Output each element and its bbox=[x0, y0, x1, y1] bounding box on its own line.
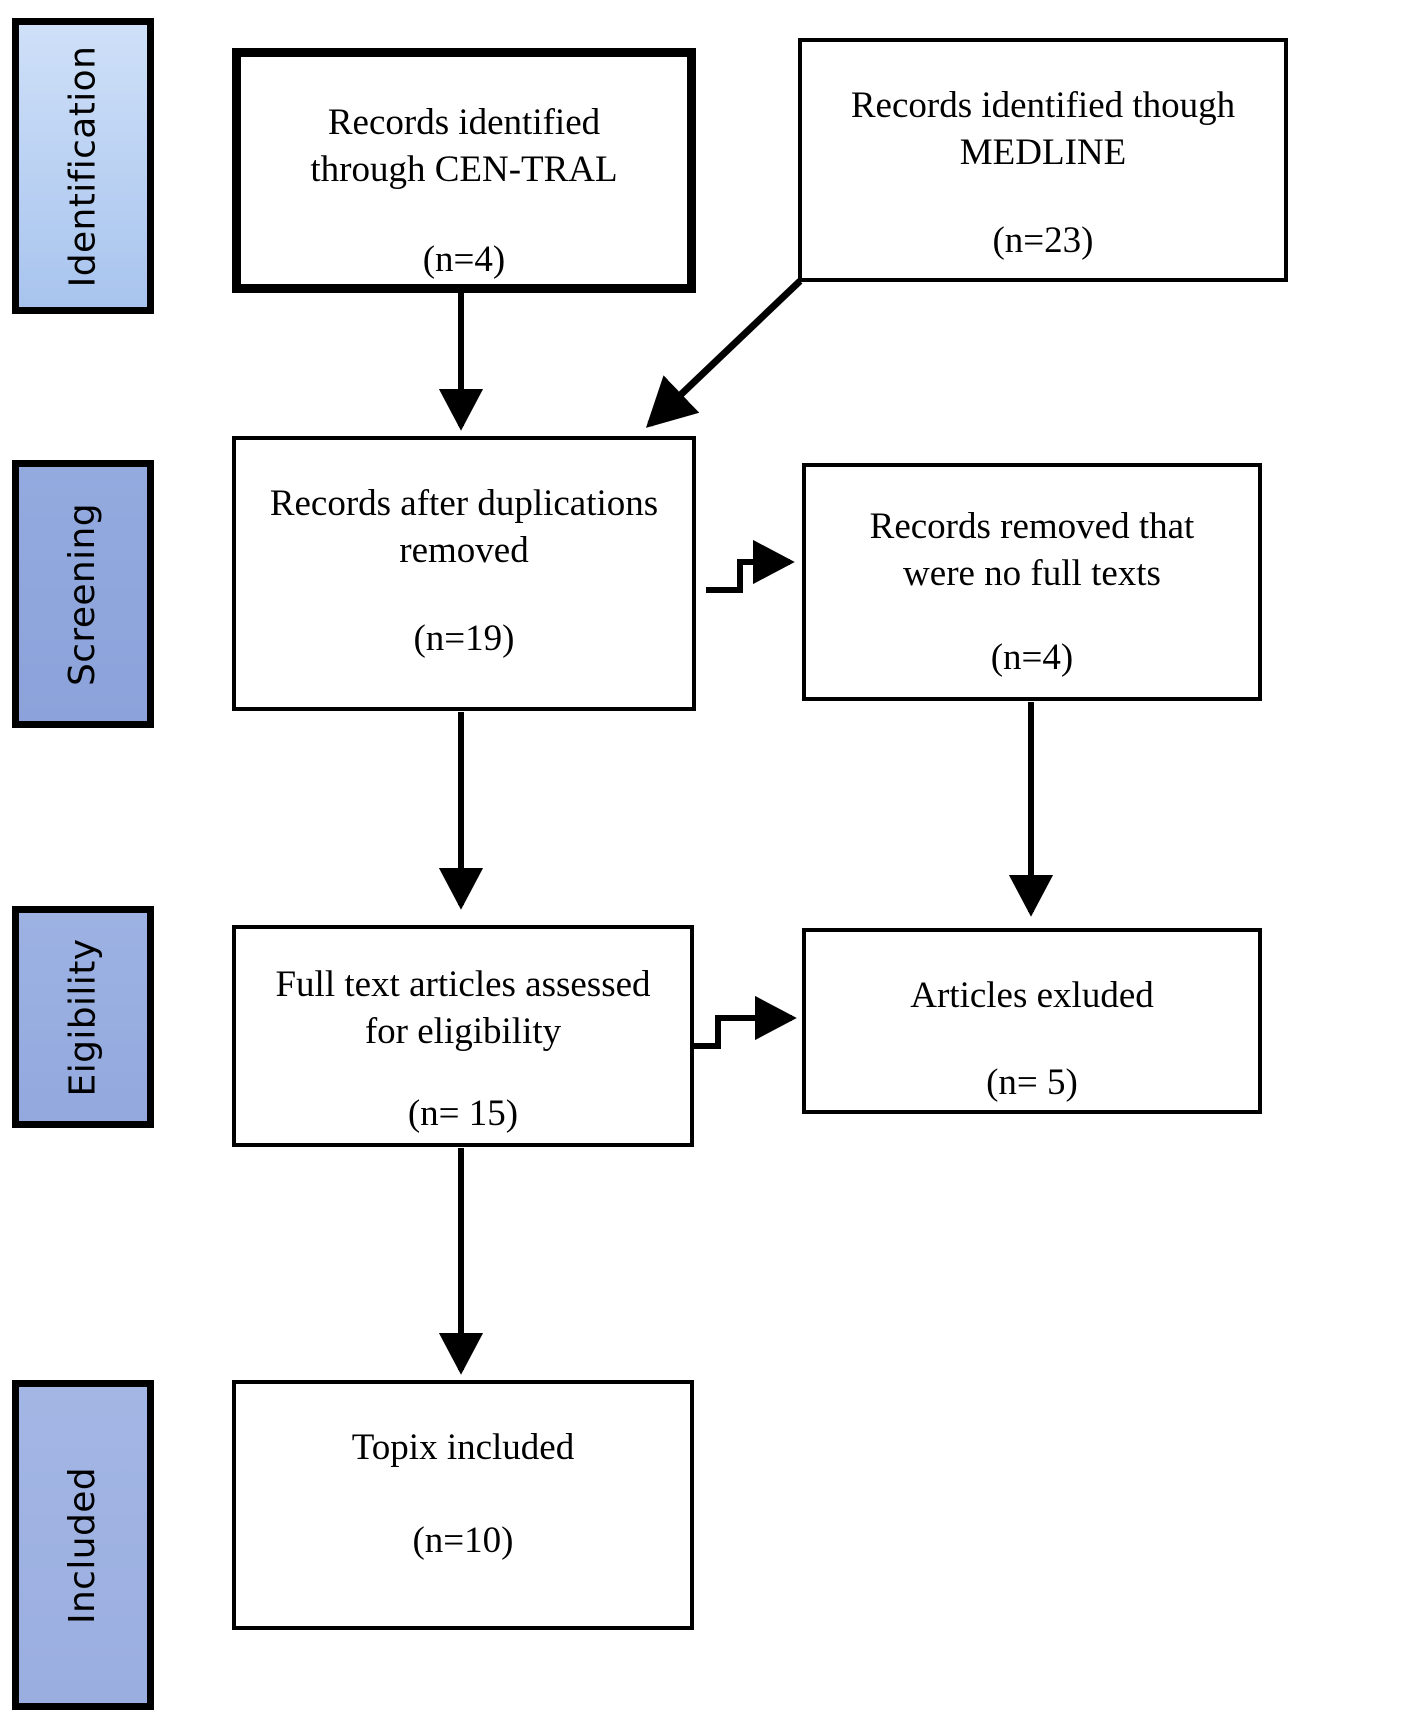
box-fulltext-title: Full text articles assessed for eligibil… bbox=[275, 964, 651, 1053]
box-records-after-duplications-removed: Records after duplications removed (n=19… bbox=[232, 436, 696, 711]
box-removed-count: (n=4) bbox=[990, 636, 1074, 678]
phase-bar-screening: Screening bbox=[12, 460, 154, 728]
box-central-count: (n=4) bbox=[422, 238, 506, 280]
box-included-count: (n=10) bbox=[412, 1520, 514, 1562]
phase-label-included: Included bbox=[62, 1466, 104, 1624]
box-excluded-title: Articles exluded bbox=[910, 975, 1154, 1016]
box-central-title: Records identified through CEN-TRAL bbox=[310, 102, 618, 191]
box-dedup-count: (n=19) bbox=[413, 617, 515, 659]
box-fulltext-count: (n= 15) bbox=[407, 1092, 519, 1134]
box-articles-excluded: Articles exluded (n= 5) bbox=[802, 928, 1262, 1114]
phase-bar-identification: Identification bbox=[12, 18, 154, 314]
box-removed-title: Records removed that were no full texts bbox=[869, 506, 1195, 595]
box-topics-included: Topix included (n=10) bbox=[232, 1380, 694, 1630]
phase-bar-included: Included bbox=[12, 1380, 154, 1710]
phase-label-screening: Screening bbox=[62, 502, 104, 686]
connector-dedup-to-removed bbox=[706, 539, 795, 593]
phase-label-eligibility: Eigibility bbox=[62, 938, 104, 1096]
box-records-identified-central: Records identified through CEN-TRAL (n=4… bbox=[232, 48, 696, 293]
box-excluded-count: (n= 5) bbox=[986, 1062, 1078, 1104]
box-medline-title: Records identified though MEDLINE bbox=[850, 85, 1236, 174]
box-records-removed-no-full-text: Records removed that were no full texts … bbox=[802, 463, 1262, 701]
box-included-title: Topix included bbox=[351, 1427, 575, 1468]
box-records-identified-medline: Records identified though MEDLINE (n=23) bbox=[798, 38, 1288, 282]
phase-label-identification: Identification bbox=[62, 45, 104, 287]
box-dedup-title: Records after duplications removed bbox=[269, 483, 659, 572]
box-full-text-articles-assessed: Full text articles assessed for eligibil… bbox=[232, 925, 694, 1147]
phase-bar-eligibility: Eigibility bbox=[12, 906, 154, 1128]
box-medline-count: (n=23) bbox=[992, 219, 1094, 261]
connector-medline-to-dedup bbox=[645, 278, 803, 428]
connector-fulltext-to-excluded bbox=[690, 995, 797, 1049]
